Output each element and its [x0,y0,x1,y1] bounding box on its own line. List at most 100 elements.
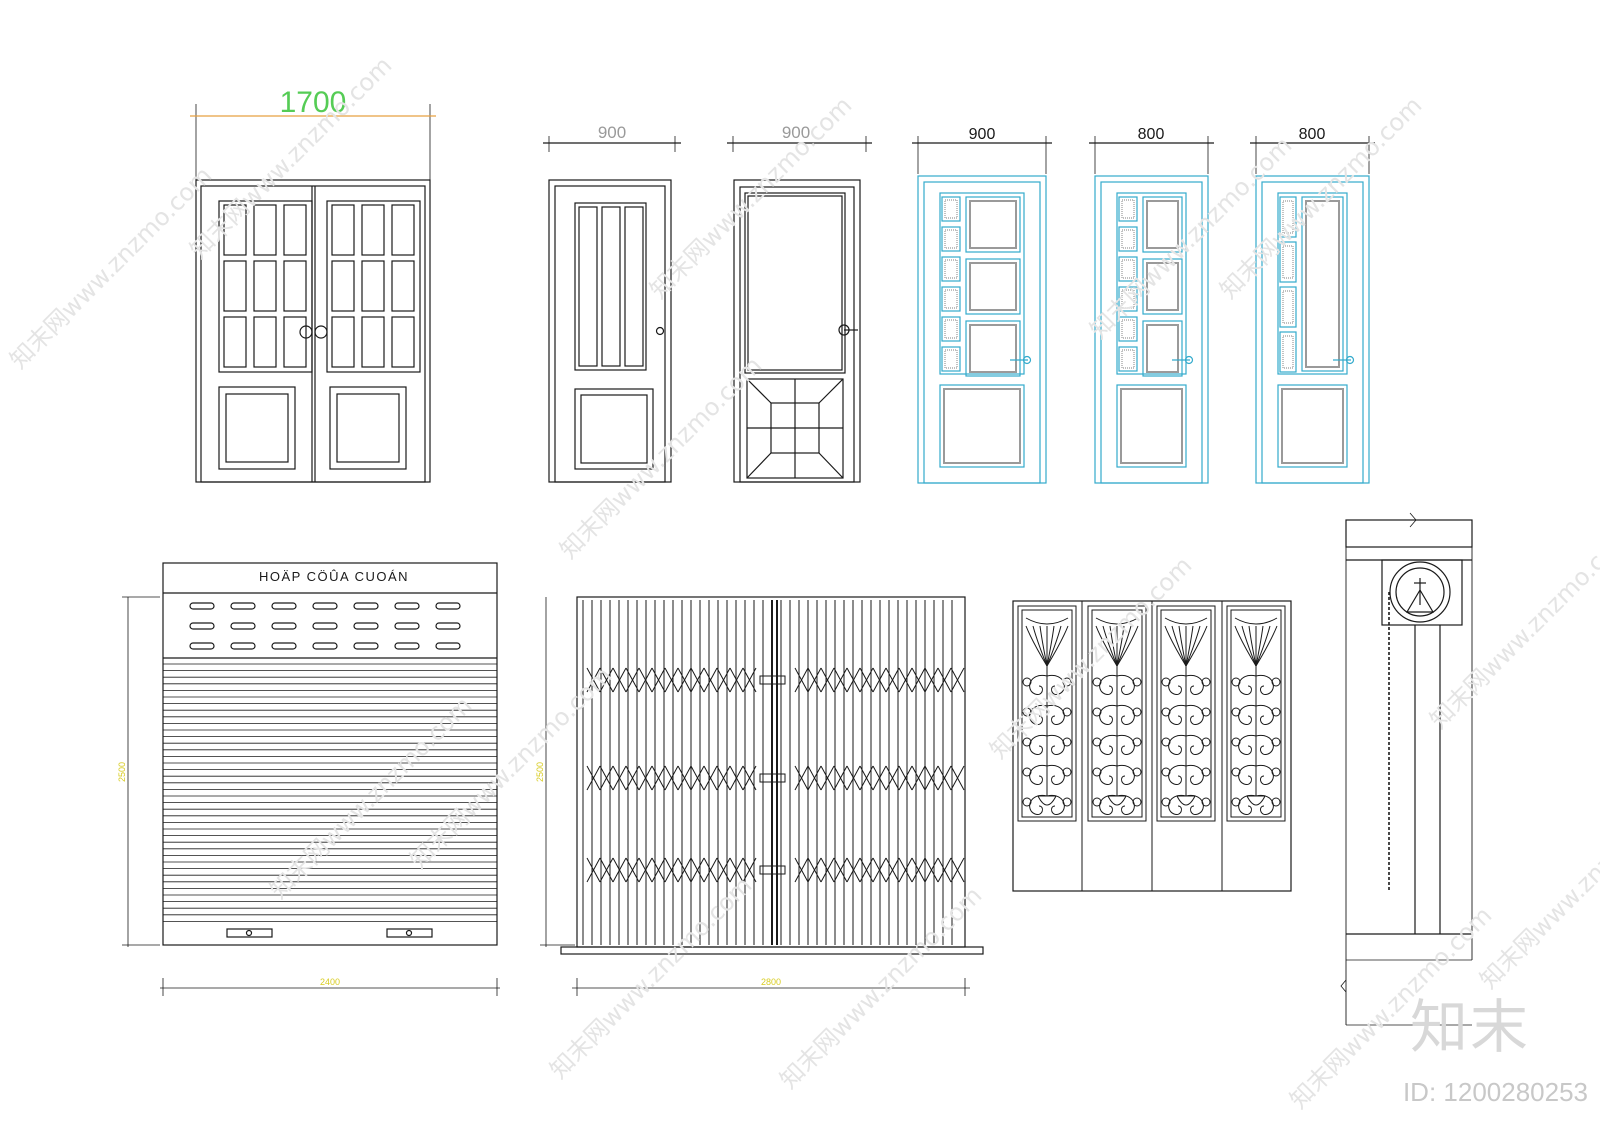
vent-slot [189,642,215,650]
scroll-curl [1271,767,1281,777]
door-side-light [1118,346,1138,372]
door-side-light-glass [1121,229,1135,249]
grille-lattice [729,765,744,791]
door-glass-pane [391,204,415,256]
scroll-curl [1062,767,1072,777]
folding-grille-elevation: 2500 2800 [535,596,984,996]
grille-lattice [807,857,822,883]
ornament-leaf [1046,625,1062,667]
grille-lattice [820,667,835,693]
scroll-curl [1062,737,1072,747]
grille-lattice [950,667,965,693]
grille-lattice [872,667,887,693]
ornament-leaf [1046,625,1069,667]
grille-lattice [664,765,679,791]
watermark-text: 知末网www.znzmo.com [984,551,1197,764]
grille-lattice [677,857,692,883]
door-glass-pane [223,316,247,368]
grille-lattice [729,667,744,693]
vent-slot [435,642,461,650]
grille-lattice [612,857,627,883]
scroll-ornament [1185,704,1204,726]
door-panel [965,196,1021,253]
scroll-ornament [1116,764,1135,786]
scroll-curl [1132,797,1142,807]
grille-lattice [690,667,705,693]
vase-icon [1246,795,1266,806]
grille-lattice [937,765,952,791]
door-glass-pane [253,204,277,256]
vent-slot [353,622,379,630]
ornament-leaf [1102,625,1118,667]
door-side-light [1279,286,1297,328]
grille-lattice [807,667,822,693]
scroll-ornament [1185,734,1204,756]
door-glass-pane [391,260,415,312]
door-1-elevation: 900 [543,123,681,483]
door-panel [1142,196,1183,253]
door-panel-inset [969,324,1017,373]
scroll-curl [1062,797,1072,807]
vent-slot [189,622,215,630]
grille-lattice [586,765,601,791]
grille-lattice [690,765,705,791]
scroll-ornament [1029,794,1048,816]
scroll-curl [1161,797,1171,807]
watermark-text: 知末网www.znzmo.com [1424,521,1600,734]
grille-lattice [638,765,653,791]
grille-lattice [885,857,900,883]
door-glass-pane [283,260,307,312]
grille-lattice [651,667,666,693]
vent-slot [312,622,338,630]
scroll-curl [1201,797,1211,807]
scroll-ornament [1238,674,1257,696]
scroll-ornament [1099,674,1118,696]
grille-lattice [625,857,640,883]
scroll-curl [1271,707,1281,717]
door-panel-inset [1146,200,1179,249]
door-side-light-glass [1121,349,1135,369]
grille-lattice [937,857,952,883]
watermark-text: 知末网www.znzmo.com [544,871,757,1084]
grille-lattice [638,667,653,693]
dim-door-1-width: 900 [598,123,626,142]
vent-slot [271,602,297,610]
ornamental-iron-doors [1012,600,1292,892]
iron-panel-inner [1230,609,1282,818]
vent-slot [394,642,420,650]
ornament-leaf [1185,625,1194,667]
door-glass-pane [253,260,277,312]
door-side-light [941,346,961,372]
grille-lattice [833,857,848,883]
grille-lattice [742,857,757,883]
scroll-curl [1132,767,1142,777]
door-side-light [941,316,961,342]
door-panel-inset [969,200,1017,249]
vent-slot [230,642,256,650]
door-bottom-inset [1281,388,1344,464]
grille-lattice [898,765,913,791]
door-side-light [1279,196,1297,238]
dim-door-4-width: 800 [1138,126,1165,143]
vent-slot [394,602,420,610]
door-side-light-glass [944,289,958,309]
scroll-curl [1022,677,1032,687]
scroll-curl [1201,707,1211,717]
scroll-curl [1092,797,1102,807]
grille-lattice [586,857,601,883]
grille-lattice [638,857,653,883]
grille-lattice [716,667,731,693]
ornament-leaf [1025,625,1048,667]
scroll-curl [1231,707,1241,717]
door-glass-pane [361,204,385,256]
scroll-curl [1201,737,1211,747]
door-side-light [1118,196,1138,222]
scroll-ornament [1046,734,1065,756]
grille-lattice [833,667,848,693]
door-leaf [923,181,1041,484]
scroll-ornament [1185,764,1204,786]
grille-lattice [859,667,874,693]
vent-slot [312,642,338,650]
scroll-ornament [1029,734,1048,756]
vent-slot [189,602,215,610]
